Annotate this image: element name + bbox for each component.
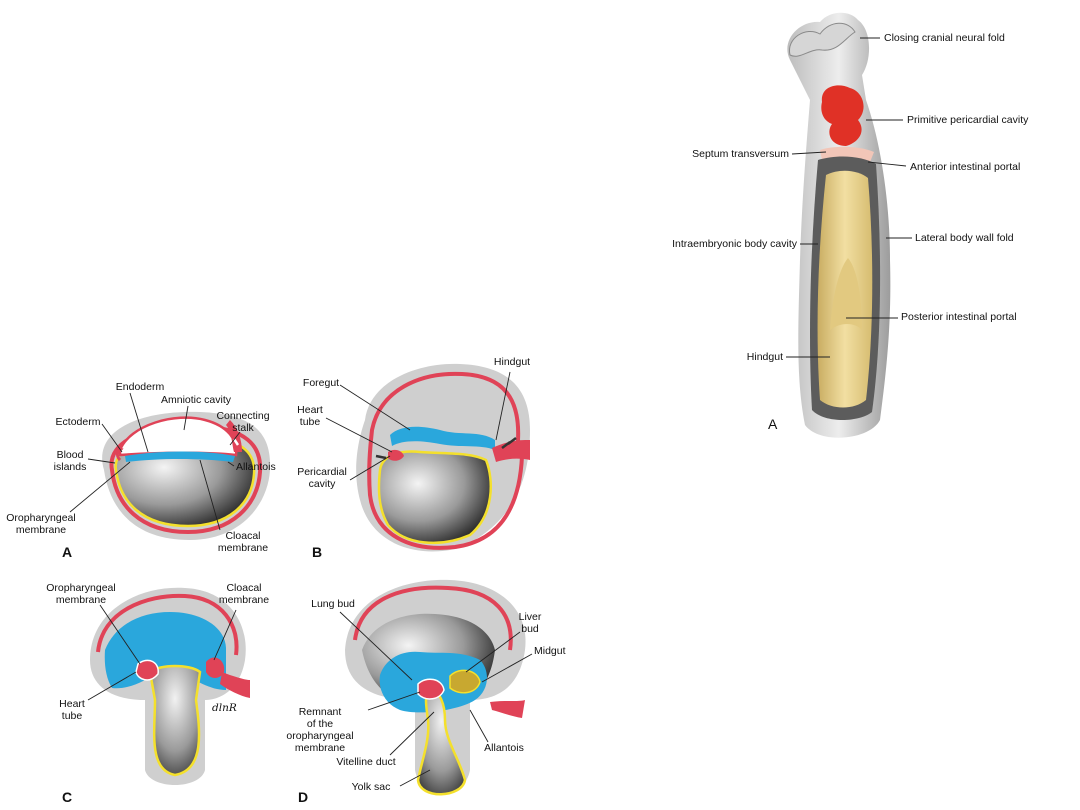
label-heart-tube-b: Heart tube [297,404,323,428]
label-yolk-sac: Yolk sac [351,781,391,793]
label-midgut: Midgut [534,645,566,657]
panel-d-drawing [345,579,526,796]
label-foregut: Foregut [302,377,340,389]
panel-letter-b: B [312,544,323,560]
leader-lines [69,37,912,787]
panel-letter-a: A [62,544,73,560]
label-allantois-a: Allantois [236,461,276,473]
label-hindgut-b: Hindgut [493,356,531,368]
label-liver-bud: Liver bud [518,611,542,635]
label-closing-cranial-neural-fold: Closing cranial neural fold [884,32,1005,44]
panel-c-drawing [90,587,250,785]
panel-letter-e: A [768,416,778,432]
label-posterior-intestinal-portal: Posterior intestinal portal [901,311,1017,323]
label-septum-transversum: Septum transversum [692,148,789,160]
panel-b-drawing [356,363,530,552]
label-lung-bud: Lung bud [311,598,355,610]
label-hindgut-e: Hindgut [746,351,783,363]
label-anterior-intestinal-portal: Anterior intestinal portal [910,161,1021,173]
label-oropharyngeal-c: Oropharyngeal membrane [46,582,116,606]
label-amniotic-cavity: Amniotic cavity [160,394,232,406]
label-primitive-pericardial-cavity: Primitive pericardial cavity [907,114,1029,126]
label-lateral-body-wall-fold: Lateral body wall fold [915,232,1014,244]
label-blood-islands: Blood islands [53,449,87,473]
label-allantois-d: Allantois [484,742,524,754]
panel-e-drawing [787,12,891,438]
panel-letter-d: D [298,789,309,805]
label-cloacal-a: Cloacal membrane [217,530,269,554]
label-intraembryonic-body-cavity: Intraembryonic body cavity [672,238,797,250]
label-ectoderm: Ectoderm [55,416,101,428]
label-remnant: Remnant of the oropharyngeal membrane [286,706,354,754]
label-connecting-stalk: Connecting stalk [216,410,270,434]
panel-a-drawing [102,411,271,540]
panel-letter-c: C [62,789,73,805]
label-endoderm: Endoderm [115,381,165,393]
label-cloacal-c: Cloacal membrane [218,582,270,606]
label-vitelline-duct: Vitelline duct [336,756,396,768]
label-heart-tube-c: Heart tube [59,698,85,722]
artist-signature: dlnR [212,702,237,714]
label-pericardial-cavity: Pericardial cavity [297,466,347,490]
label-oropharyngeal-a: Oropharyngeal membrane [6,512,76,536]
